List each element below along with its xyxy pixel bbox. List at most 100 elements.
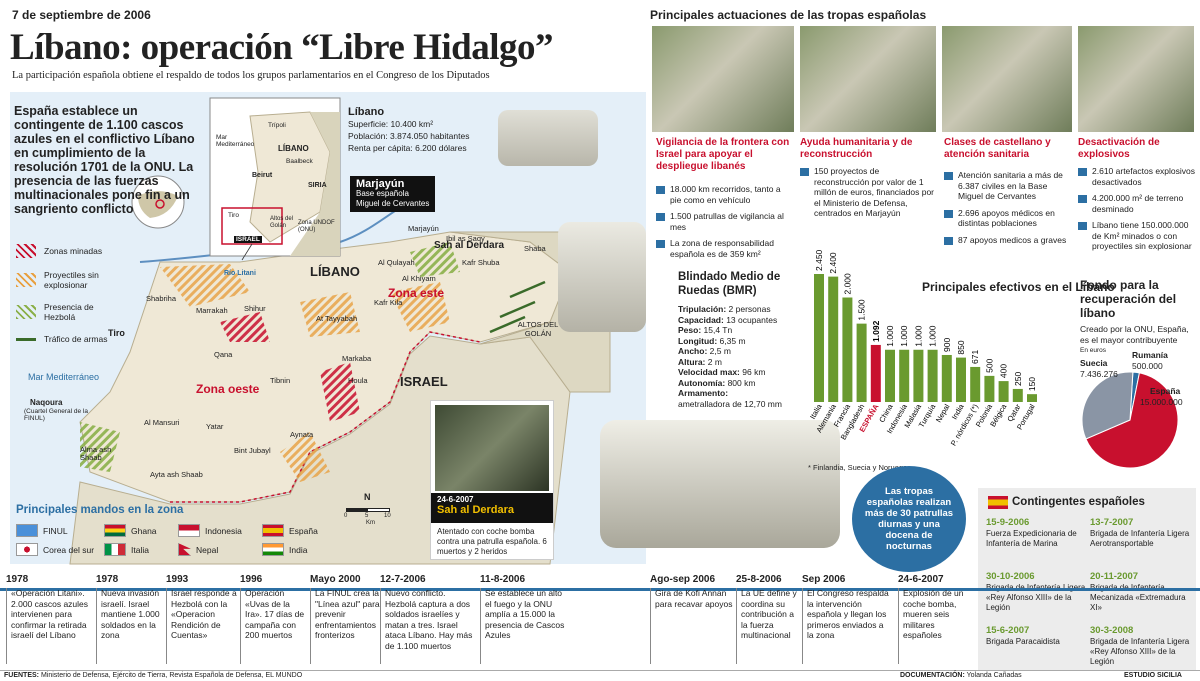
act-item: 18.000 km recorridos, tanto a pie como e…: [656, 184, 794, 205]
spain-flag-icon: [988, 496, 1008, 509]
bar-value-label: 1.092: [871, 320, 881, 342]
bmr-spec-value: ametralladora de 12,70 mm: [678, 398, 782, 409]
act-item: Atención sanitaria a más de 6.387 civile…: [944, 170, 1072, 202]
pie-label-espana: España: [1150, 386, 1181, 396]
bmr-vehicle-illustration: [600, 420, 840, 548]
act-heading-clases: Clases de castellano y atención sanitari…: [944, 137, 1051, 160]
bar-italia: [814, 274, 824, 402]
bar-value-label: 150: [1027, 377, 1037, 391]
india-flag-icon: [262, 543, 284, 556]
label-israel: ISRAEL: [400, 374, 448, 389]
pie-value-rumania: 500.000: [1132, 361, 1163, 371]
page-subtitle: La participación española obtiene el res…: [12, 70, 490, 81]
ghana-flag-icon: [104, 524, 126, 537]
footer-sources-label: FUENTES:: [4, 672, 39, 679]
inset-label-libano: LÍBANO: [278, 144, 309, 153]
scale-5: 5: [365, 513, 369, 519]
bmr-spec-value: 2 personas: [728, 304, 771, 314]
bmr-specs: Blindado Medio de Ruedas (BMR) Tripulaci…: [678, 270, 818, 409]
contingentes-title: Contingentes españoles: [1012, 496, 1145, 508]
sah-al-derdara-box: 24-6-2007 Sah al Derdara Atentado con co…: [430, 400, 554, 560]
photo-vigilancia: [652, 26, 794, 132]
bmr-spec-row: Altura: 2 m: [678, 357, 818, 368]
mando-item: India: [262, 543, 346, 556]
marjayun-line2: Miguel de Cervantes: [356, 199, 430, 208]
label-al-qulayah: Al Qulayah: [378, 258, 415, 267]
mando-item: FINUL: [16, 524, 104, 537]
act-item: Líbano tiene 150.000.000 de Km² minados …: [1078, 220, 1196, 252]
indonesia-flag-icon: [178, 524, 200, 537]
label-bint-jubayl: Bint Jubayl: [234, 446, 271, 455]
act-list-desactivacion: 2.610 artefactos explosivos desactivados…: [1078, 166, 1196, 258]
mando-item: Italia: [104, 543, 178, 556]
bmr-spec-label: Velocidad max:: [678, 367, 743, 377]
actuaciones-title: Principales actuaciones de las tropas es…: [650, 8, 927, 22]
date: 7 de septiembre de 2006: [12, 8, 151, 22]
label-marjayun-place: Marjayún: [408, 224, 439, 233]
bar-value-label: 2.450: [814, 249, 824, 271]
bmr-spec-row: Ancho: 2,5 m: [678, 346, 818, 357]
contingente-item: 30-10-2006Brigada de Infantería Ligera «…: [986, 571, 1085, 613]
effectives-chart-title: Principales efectivos en el Líbano: [922, 280, 1115, 294]
effectives-note: * Finlandia, Suecia y Noruega: [808, 463, 908, 472]
label-ayta-ash-shaab: Ayta ash Shaab: [150, 470, 203, 479]
inset-label-tripoli: Trípoli: [268, 122, 286, 129]
bmr-spec-row: Capacidad: 13 ocupantes: [678, 315, 818, 326]
mando-item: España: [262, 524, 346, 537]
label-mar: Mar Mediterráneo: [28, 372, 100, 382]
bar-polonia: [984, 375, 995, 402]
bmr-spec-row: Peso: 15,4 Tn: [678, 325, 818, 336]
inset-label-mar: Mar Mediterráneo: [216, 134, 255, 148]
label-libano: LÍBANO: [310, 264, 360, 279]
inset-label-undof: Zona UNDOF (ONU): [298, 220, 335, 233]
bmr-spec-label: Ancho:: [678, 346, 710, 356]
label-shabriha: Shabriha: [146, 294, 177, 303]
legend-item: Proyectiles sin explosionar: [16, 270, 126, 290]
mando-item: Ghana: [104, 524, 178, 537]
label-rio-litani: Río Litani: [224, 270, 256, 277]
pie-value-espana: 15.000.000: [1140, 397, 1183, 407]
legend-label: Zonas minadas: [44, 246, 103, 256]
bar-qatar: [1012, 388, 1023, 402]
bar-nepal: [941, 354, 952, 402]
legend-label: Proyectiles sin explosionar: [44, 270, 99, 290]
pie-slice-suecia: [1081, 371, 1134, 440]
photo-clases: [942, 26, 1072, 132]
label-tibnin: Tibnin: [270, 376, 291, 385]
label-mansuri: Al Mansuri: [144, 418, 180, 427]
bar-value-label: 400: [999, 364, 1009, 378]
scale-km: Km: [366, 520, 375, 526]
timeline: 1978«Operación Litani». 2.000 cascos azu…: [0, 574, 1200, 668]
bar-malasia: [913, 349, 924, 402]
label-marrakah: Marrakah: [196, 306, 228, 315]
label-alma-ash-shaab: Alma ash Shaab: [80, 445, 112, 462]
vehicle-illustration-un: [558, 222, 646, 332]
bar-value-label: 2.400: [828, 252, 838, 274]
label-markaba: Markaba: [342, 354, 372, 363]
inset-label-beirut: Beirut: [252, 172, 273, 179]
bmr-spec-value: 800 km: [727, 377, 756, 388]
scale-10: 10: [384, 513, 391, 519]
inset-label-siria: SIRIA: [308, 182, 327, 189]
bar-value-label: 1.000: [899, 325, 909, 347]
act-item: 4.200.000 m² de terreno desminado: [1078, 193, 1196, 214]
act-item: 2.696 apoyos médicos en distintas poblac…: [944, 208, 1072, 229]
label-zona-este: Zona este: [388, 286, 445, 300]
lebanon-population: Población: 3.874.050 habitantes: [348, 131, 470, 141]
pie-value-suecia: 7.436.276: [1080, 369, 1118, 379]
photo-ayuda: [800, 26, 936, 132]
page-title: Líbano: operación “Libre Hidalgo”: [10, 27, 554, 68]
lebanon-surface: Superficie: 10.400 km²: [348, 119, 434, 129]
footer: FUENTES: Ministerio de Defensa, Ejército…: [0, 670, 1200, 681]
act-item: 87 apoyos medicos a graves: [944, 235, 1072, 246]
act-heading-ayuda: Ayuda humanitaria y de reconstrucción: [800, 137, 913, 160]
bmr-spec-label: Longitud:: [678, 335, 720, 346]
